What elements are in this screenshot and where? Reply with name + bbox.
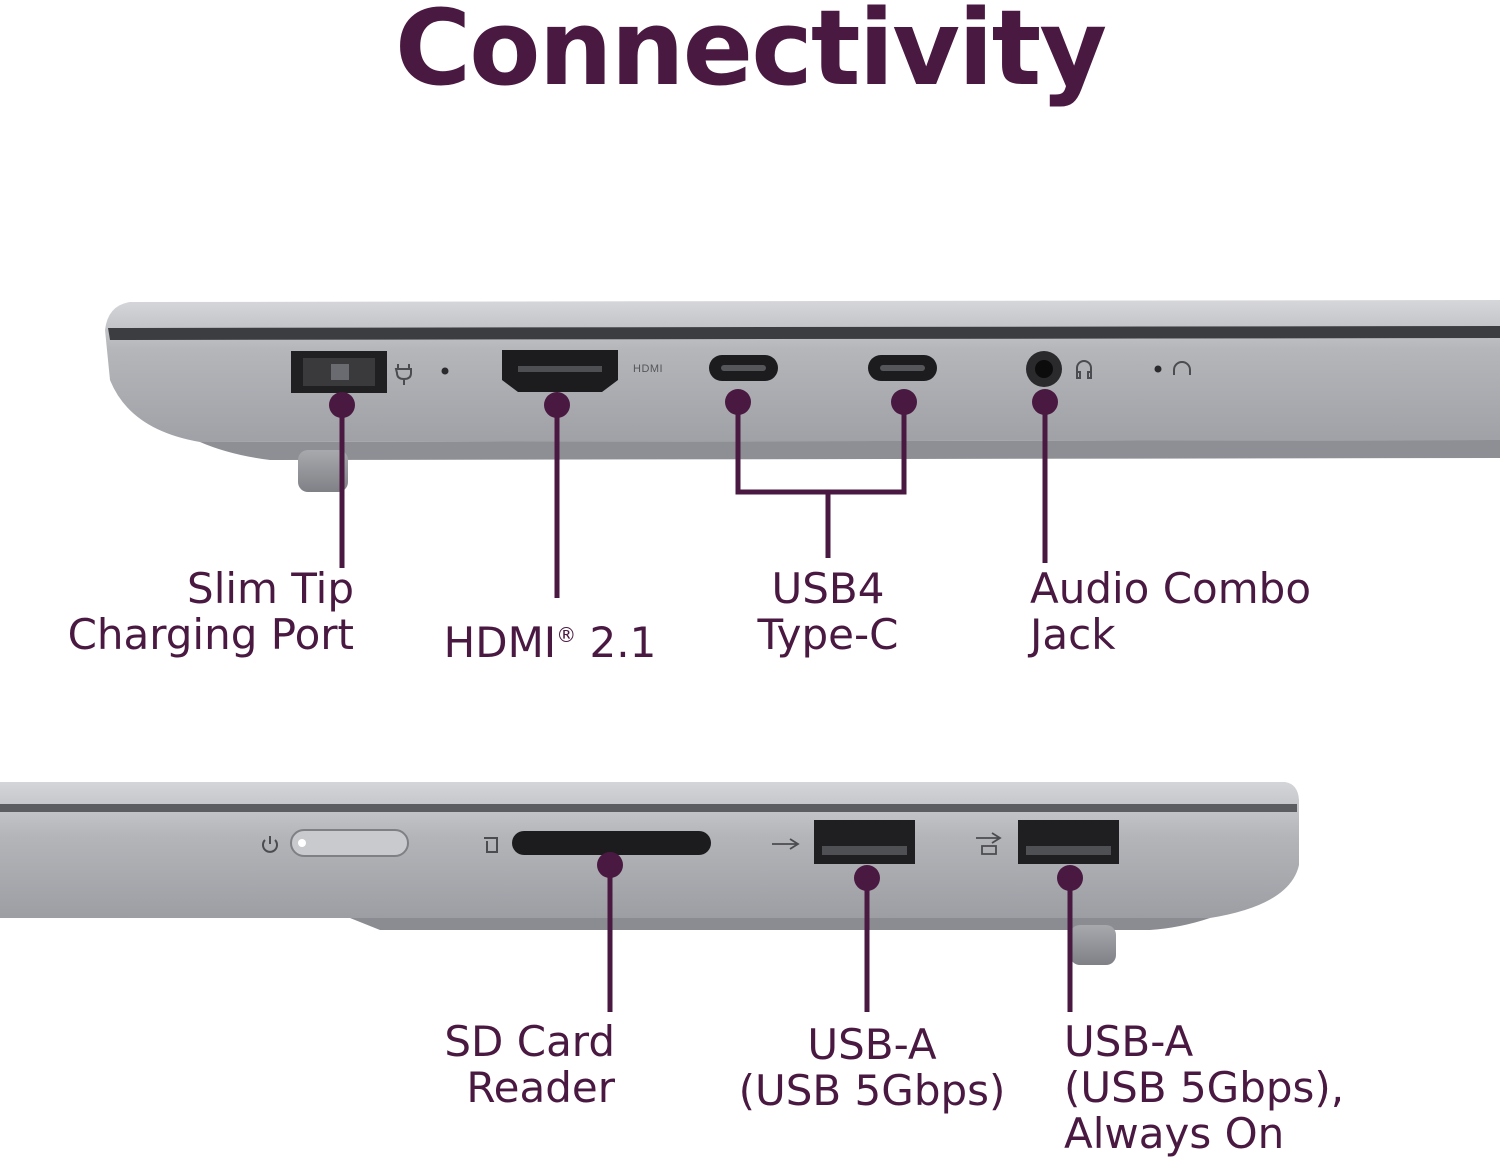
callout-dots <box>329 389 1083 891</box>
label-usb-a-1: USB-A (USB 5Gbps) <box>722 1022 1022 1114</box>
hdmi-port-pins <box>518 366 602 372</box>
label-hdmi-version: 2.1 <box>576 618 657 667</box>
label-audio-line-2: Jack <box>1030 610 1116 659</box>
label-usb-a-1-line-2: (USB 5Gbps) <box>738 1066 1006 1115</box>
usb4-port-1-tongue <box>721 365 766 371</box>
power-icon <box>262 836 278 853</box>
power-button <box>290 829 409 857</box>
laptop-left-underside <box>200 440 1500 460</box>
label-usb4: USB4 Type-C <box>718 566 938 658</box>
hdmi-marking: HDMI <box>633 363 664 375</box>
page-title: Connectivity <box>394 0 1107 109</box>
superspeed-usb-icon <box>772 838 800 850</box>
usb4-port-2-tongue <box>880 365 925 371</box>
audio-jack-hole <box>1035 360 1053 378</box>
callout-dot-sd <box>597 852 623 878</box>
label-usb-a-1-line-1: USB-A <box>807 1020 937 1069</box>
label-sd-line-1: SD Card <box>444 1017 615 1066</box>
callout-dot-hdmi <box>544 392 570 418</box>
laptop-left-rubber-foot <box>298 450 348 492</box>
callout-dot-usb-a-1 <box>854 865 880 891</box>
label-hdmi-name: HDMI <box>443 618 557 667</box>
label-hdmi: HDMI® 2.1 <box>440 612 660 666</box>
laptop-left-lid-seam <box>108 326 1500 340</box>
callout-dot-audio <box>1032 389 1058 415</box>
callout-dot-usb4-2 <box>891 389 917 415</box>
usb-charging-icon <box>976 832 1002 855</box>
label-hdmi-registered: ® <box>556 623 577 647</box>
label-charging-line-2: Charging Port <box>67 610 354 659</box>
mic-indicator-dot <box>1154 365 1162 373</box>
label-charging-port: Slim Tip Charging Port <box>68 566 354 658</box>
callout-lines <box>339 402 1073 1012</box>
usb-a-port-2 <box>1018 820 1119 864</box>
mic-array-icon <box>1173 361 1191 375</box>
laptop-right-side <box>0 782 1299 965</box>
label-usb4-line-1: USB4 <box>771 564 885 613</box>
label-sd-line-2: Reader <box>466 1063 615 1112</box>
laptop-right-rubber-foot <box>1070 925 1116 965</box>
charging-indicator-led <box>441 367 449 375</box>
power-plug-icon <box>394 364 412 385</box>
label-audio-line-1: Audio Combo <box>1030 564 1312 613</box>
usb-a-port-2-tongue <box>1026 846 1111 855</box>
callout-dot-usb-a-2 <box>1057 865 1083 891</box>
laptop-right-lid-seam <box>0 804 1297 812</box>
charging-port-tip <box>331 364 349 380</box>
sd-card-slot <box>512 831 711 855</box>
usb-a-port-1 <box>814 820 915 864</box>
label-usb-a-2-line-1: USB-A <box>1064 1017 1194 1066</box>
laptop-right-underside <box>350 918 1210 930</box>
label-usb-a-2-line-3: Always On <box>1064 1109 1285 1158</box>
sd-card-icon <box>484 837 498 853</box>
label-audio-jack: Audio Combo Jack <box>1030 566 1311 658</box>
label-usb4-line-2: Type-C <box>757 610 899 659</box>
callout-dot-charging <box>329 392 355 418</box>
label-charging-line-1: Slim Tip <box>187 564 354 613</box>
laptop-left-side <box>105 300 1500 492</box>
headset-icon <box>1076 360 1092 379</box>
label-sd-card: SD Card Reader <box>444 1019 615 1111</box>
power-button-indicator <box>298 839 306 847</box>
label-usb-a-2-line-2: (USB 5Gbps), <box>1064 1063 1345 1112</box>
label-usb-a-2: USB-A (USB 5Gbps), Always On <box>1064 1019 1344 1157</box>
callout-line-usb4 <box>735 402 907 558</box>
callout-dot-usb4-1 <box>725 389 751 415</box>
usb-a-port-1-tongue <box>822 846 907 855</box>
